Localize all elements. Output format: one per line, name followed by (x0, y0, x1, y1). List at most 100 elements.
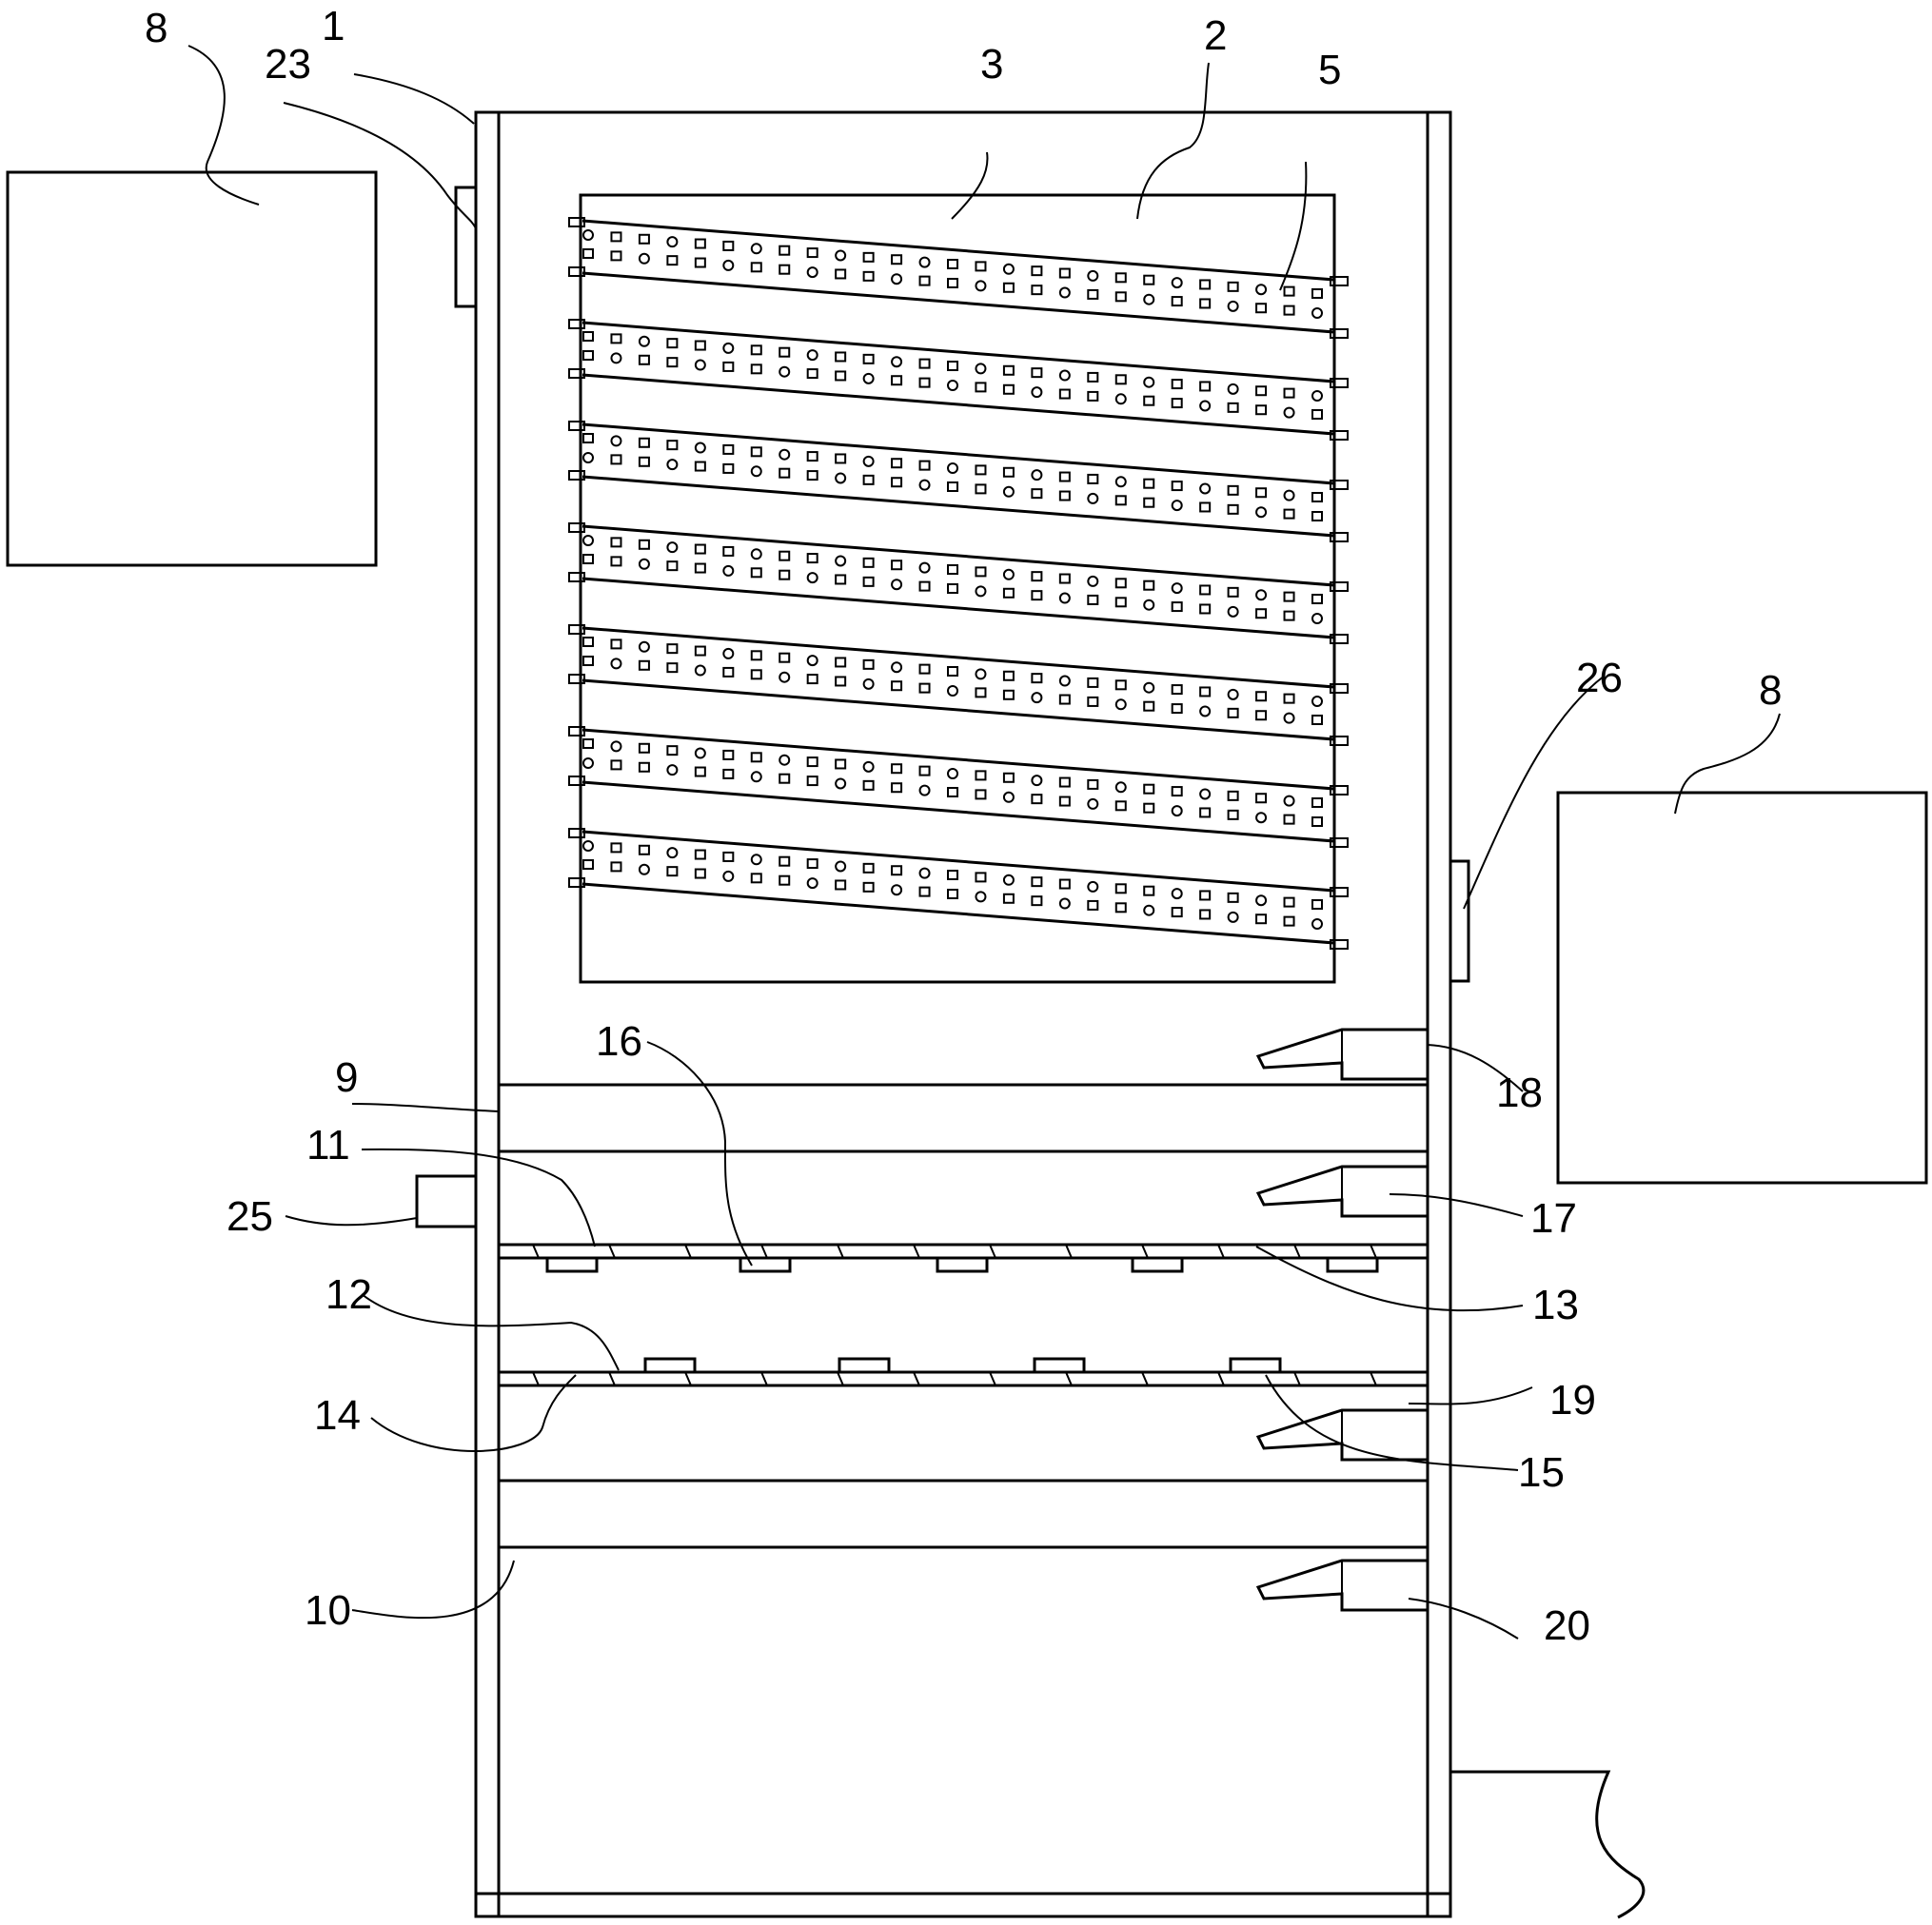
tray-hole (1002, 263, 1015, 275)
tray-hole (947, 666, 958, 677)
tray-hole (975, 464, 987, 476)
plate-11 (497, 1243, 1429, 1273)
plate-hole (760, 1244, 768, 1259)
tray-hole (779, 264, 791, 275)
tray-hole (1199, 400, 1212, 412)
tray-hole (1199, 705, 1212, 717)
tray-rail-tab (1330, 785, 1349, 796)
tray-hole (1255, 284, 1268, 296)
leader-1 (353, 73, 475, 125)
tray-hole (1255, 710, 1268, 721)
leader-17 (1389, 1193, 1524, 1217)
tray-hole (1002, 587, 1015, 599)
tray-hole (610, 231, 622, 243)
tray-hole (638, 335, 650, 347)
tray-hole (1002, 791, 1015, 803)
tray-hole (918, 784, 931, 796)
side-box-right (1556, 791, 1928, 1185)
tray-hole (666, 440, 679, 451)
tray-hole (694, 868, 706, 879)
tray-hole (1199, 686, 1212, 697)
tray-hole (1087, 797, 1099, 810)
tray-hole (1002, 383, 1015, 395)
tray-hole (1227, 707, 1239, 718)
tray-hole (1199, 603, 1212, 615)
tray-hole (1283, 712, 1295, 724)
plate-hole (1217, 1371, 1225, 1386)
tray-hole (638, 742, 650, 754)
leader-16 (646, 1041, 753, 1267)
tray-lower-edge (582, 373, 1335, 436)
tray-hole (1171, 805, 1183, 817)
plate-bump (739, 1256, 792, 1273)
tray-hole (694, 664, 706, 677)
plate-hole (684, 1371, 692, 1386)
tray-hole (1002, 689, 1015, 700)
tray-hole (610, 759, 622, 771)
tray-hole (1058, 776, 1071, 788)
base-support (1450, 1770, 1646, 1919)
nozzle-body (1255, 1165, 1429, 1218)
tray-hole (1171, 888, 1183, 900)
tray-hole (1255, 793, 1268, 804)
leader-19 (1408, 1386, 1533, 1405)
tray-rail-tab (1330, 939, 1349, 950)
tray-hole (582, 535, 594, 546)
plate-hole (1217, 1244, 1225, 1259)
tray-hole (1227, 911, 1239, 923)
label-10: 10 (305, 1587, 351, 1634)
tray-hole (1283, 610, 1295, 621)
plate-hole (1370, 1244, 1377, 1259)
tray-hole (779, 448, 791, 461)
tray-hole (666, 847, 679, 859)
tray-hole (1058, 675, 1071, 687)
tray-hole (806, 368, 818, 380)
tray-hole (918, 256, 931, 268)
tray-hole (779, 855, 791, 867)
tray-hole (1255, 487, 1268, 499)
tray-hole (1114, 393, 1127, 405)
nozzle-body (1255, 1028, 1429, 1081)
tray-rail-tab (568, 572, 585, 582)
tray-hole (891, 458, 903, 469)
tray-hole (1199, 890, 1212, 901)
label-20: 20 (1544, 1602, 1590, 1649)
tray-hole (1227, 281, 1239, 292)
tray-hole (947, 768, 958, 779)
tray-rail-tab (568, 217, 585, 227)
tray-hole (582, 452, 594, 463)
tray-hole (891, 477, 903, 488)
tray-hole (1087, 390, 1099, 402)
tray-hole (918, 460, 931, 471)
tray-hole (694, 442, 706, 454)
tray-hole (975, 770, 987, 781)
tray-hole (1087, 575, 1099, 587)
tray-hole (722, 851, 735, 862)
tray-hole (666, 357, 679, 368)
tray-hole (1058, 694, 1071, 705)
tray-hole (918, 377, 931, 388)
tray-hole (975, 687, 987, 698)
tray-hole (1171, 500, 1183, 512)
nozzle (1255, 1408, 1429, 1462)
tray-hole (1311, 797, 1323, 808)
tray-hole (722, 259, 735, 271)
tray-hole (1311, 918, 1323, 930)
tray-hole (694, 359, 706, 371)
tray-rail-tab (1330, 480, 1349, 490)
plate-group (497, 1243, 1429, 1387)
tray-hole (1199, 909, 1212, 920)
tray-hole (582, 433, 594, 443)
tray-hole (1087, 269, 1099, 282)
leader-5 (1279, 161, 1308, 291)
tray-hole (835, 758, 847, 770)
plate-hole (913, 1244, 920, 1259)
tray-hole (862, 881, 875, 893)
filter-layer-9 (497, 1083, 1429, 1153)
tray-hole (779, 346, 791, 358)
tray-hole (610, 638, 622, 650)
tray-hole (666, 764, 679, 776)
tray-hole (750, 446, 762, 458)
reference-labels: 8 1 23 3 2 5 26 8 9 16 11 25 18 17 13 12… (145, 3, 1782, 1649)
tray-hole (947, 278, 958, 288)
